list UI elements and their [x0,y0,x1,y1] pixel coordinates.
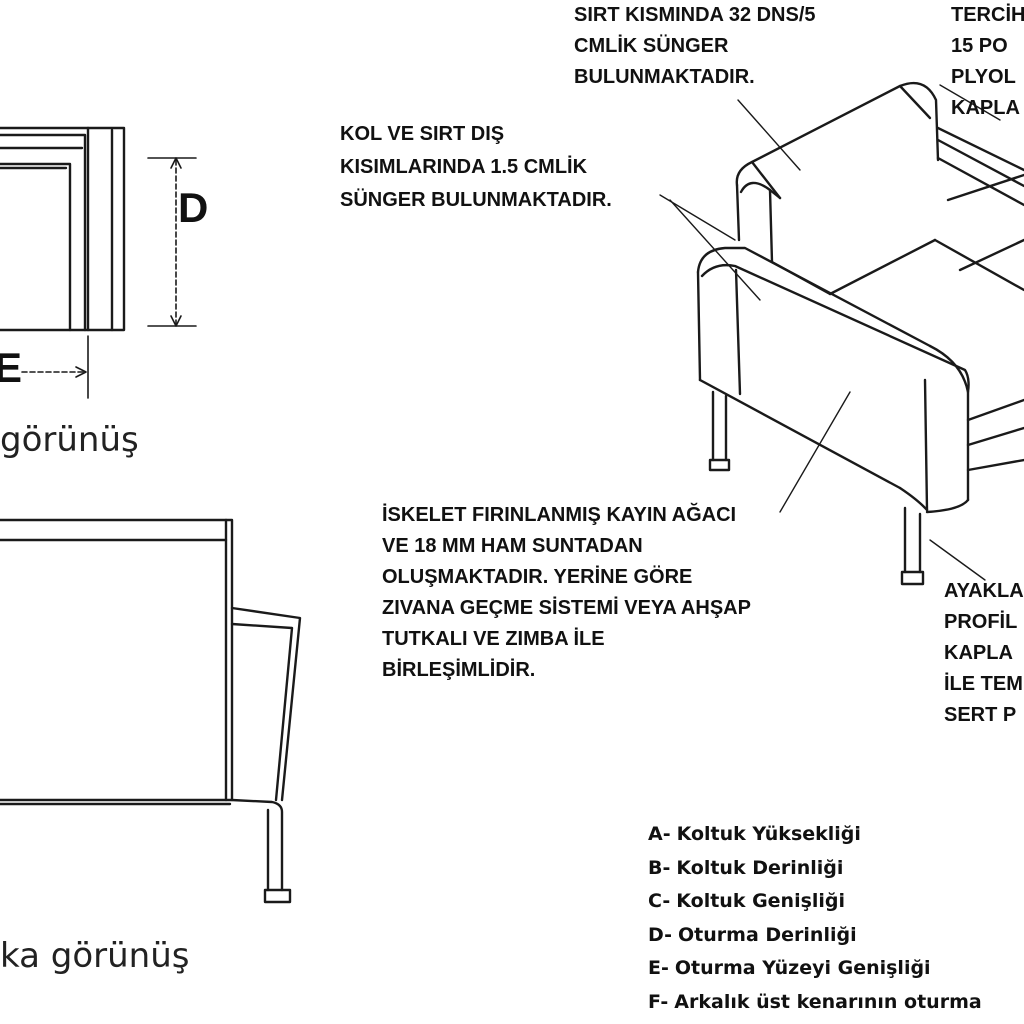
frame-note: İSKELET FIRINLANMIŞ KAYIN AĞACI VE 18 MM… [382,500,751,686]
note-line: TUTKALI VE ZIMBA İLE [382,628,605,650]
legs-note: AYAKLA PROFİL KAPLA İLE TEM SERT P [944,576,1024,731]
note-line: İLE TEM [944,673,1023,695]
note-line: PLYOL [951,66,1016,88]
legend-item: E-Oturma Yüzeyi Genişliği [648,952,982,986]
note-line: 15 PO [951,35,1008,57]
legend-key: F- [648,990,669,1013]
side-view-label: görünüş [0,420,139,460]
legend-key: D- [648,923,673,946]
leader-lines [659,84,1001,581]
legend-text: Arkalık üst kenarının oturma [674,990,982,1013]
note-line: KAPLA [944,642,1013,664]
note-line: PROFİL [944,611,1018,633]
note-line: VE 18 MM HAM SUNTADAN [382,535,643,557]
note-line: İSKELET FIRINLANMIŞ KAYIN AĞACI [382,504,737,526]
side-view-drawing [0,126,126,332]
note-line: BULUNMAKTADIR. [574,66,755,88]
note-line: KISIMLARINDA 1.5 CMLİK [340,156,588,178]
note-line: SERT P [944,704,1017,726]
back-view-drawing [0,518,302,904]
note-line: OLUŞMAKTADIR. YERİNE GÖRE [382,566,693,588]
dimension-e-label: E [0,344,23,391]
note-line: SIRT KISMINDA 32 DNS/5 [574,4,816,26]
legend-item: A-Koltuk Yüksekliği [648,818,982,852]
legend-text: Oturma Yüzeyi Genişliği [674,957,931,979]
note-line: CMLİK SÜNGER [574,35,729,57]
note-line: KOL VE SIRT DIŞ [340,123,505,145]
note-line: SÜNGER BULUNMAKTADIR. [340,189,612,211]
legend-key: C- [648,890,671,912]
note-line: BİRLEŞİMLİDİR. [382,659,536,681]
armchair-drawing [696,81,1024,586]
dimension-legend: A-Koltuk Yüksekliği B-Koltuk Derinliği C… [648,818,982,1019]
note-line: ZIVANA GEÇME SİSTEMİ VEYA AHŞAP [382,597,751,619]
note-line: KAPLA [951,97,1020,119]
dimension-d-line [147,157,197,327]
note-line: TERCİH [951,4,1024,26]
back-view-label: ka görünüş [0,936,190,976]
dimension-d-label: D [178,184,209,231]
legend-item: B-Koltuk Derinliği [648,852,982,886]
legend-text: Koltuk Yüksekliği [676,823,861,845]
legend-text: Oturma Derinliği [678,923,857,946]
legend-item: F-Arkalık üst kenarının oturma [648,986,982,1020]
note-line: AYAKLA [944,580,1024,602]
outer-foam-note: KOL VE SIRT DIŞ KISIMLARINDA 1.5 CMLİK S… [340,118,612,217]
dimension-e-line [21,335,89,399]
legend-text: Koltuk Genişliği [676,890,846,912]
legend-key: A- [648,823,671,845]
legend-text: Koltuk Derinliği [676,856,844,879]
upholstery-note: TERCİH 15 PO PLYOL KAPLA [951,0,1024,124]
legend-item: D-Oturma Derinliği [648,919,982,953]
legend-item: C-Koltuk Genişliği [648,885,982,919]
legend-key: B- [648,856,671,879]
back-foam-note: SIRT KISMINDA 32 DNS/5 CMLİK SÜNGER BULU… [574,0,816,93]
legend-key: E- [648,957,669,979]
